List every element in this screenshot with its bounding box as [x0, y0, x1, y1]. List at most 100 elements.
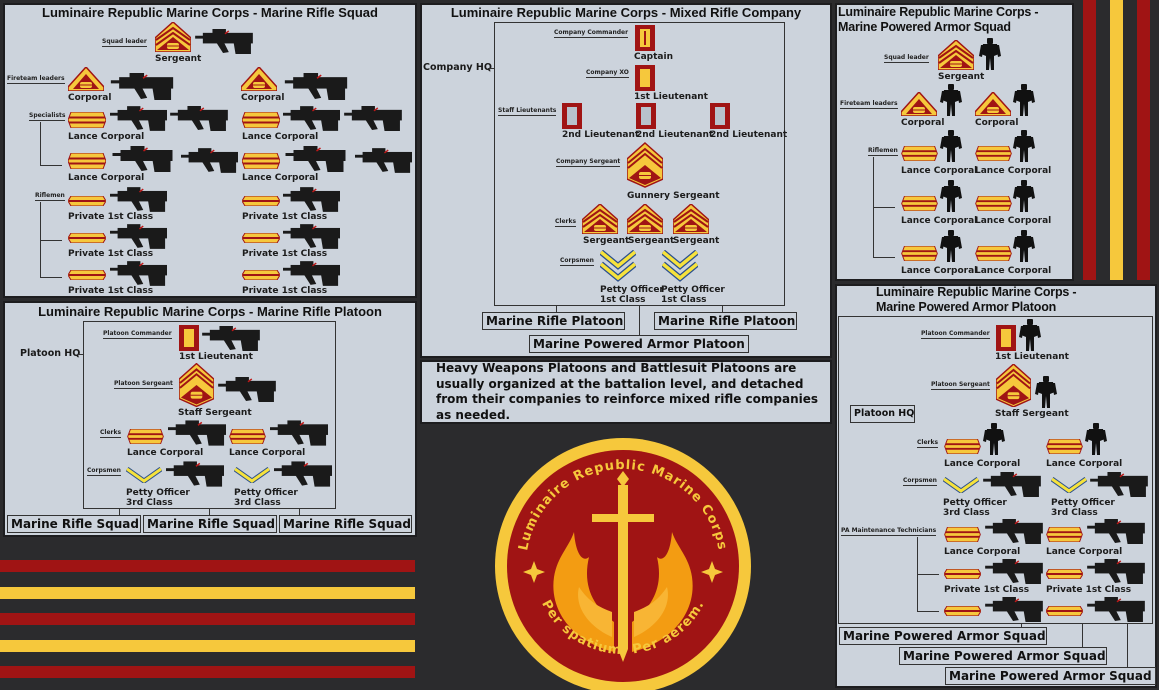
rifle-icon [168, 420, 226, 446]
pfc-insignia-icon [944, 569, 981, 579]
role-label: PA Maintenance Technicians [841, 527, 937, 536]
rifle-icon [270, 420, 328, 446]
platoon-hq-label: Platoon HQ [20, 348, 81, 359]
staff-sergeant-insignia-icon [996, 364, 1031, 407]
second-lieutenant-insignia-icon [636, 103, 656, 129]
pa-platoon-title: Luminaire Republic Marine Corps - [876, 285, 1077, 299]
role-label: Squad leader [102, 38, 147, 47]
rank-label: Corporal [68, 93, 112, 103]
company-hq-label: Company HQ [423, 62, 492, 73]
lance-corporal-insignia-icon [127, 429, 164, 444]
rifle-icon [344, 106, 402, 131]
bracket-line [917, 574, 939, 575]
rank-label: Gunnery Sergeant [627, 191, 720, 201]
rank-label: Lance Corporal [127, 448, 204, 458]
company-hq-box [494, 22, 785, 306]
corporal-insignia-icon [975, 92, 1011, 116]
rank-label: Lance Corporal [242, 132, 319, 142]
sergeant-insignia-icon [155, 22, 191, 52]
bracket-line [917, 611, 939, 612]
rank-label: Sergeant [673, 236, 720, 246]
rank-label: Staff Sergeant [995, 409, 1069, 419]
rifle-icon [1087, 597, 1145, 622]
rank-label: Private 1st Class [68, 286, 154, 296]
grenade-launcher-rifle-icon [110, 106, 167, 131]
sub-unit-pa-squad: Marine Powered Armor Squad [899, 647, 1107, 665]
role-label: Company XO [586, 69, 629, 78]
role-label: Fireteam leaders [7, 75, 65, 84]
sub-unit-rifle-squad: Marine Rifle Squad [279, 515, 412, 533]
rank-label: Lance Corporal [68, 173, 145, 183]
rifle-icon [274, 461, 332, 487]
sub-unit-pa-squad: Marine Powered Armor Squad [839, 627, 1047, 645]
rank-label: 3rd Class [1051, 508, 1098, 518]
role-label: Company Sergeant [556, 158, 621, 167]
pfc-insignia-icon [944, 606, 981, 616]
sub-unit-rifle-squad: Marine Rifle Squad [143, 515, 277, 533]
company-panel [420, 3, 832, 358]
rank-label: 3rd Class [234, 498, 281, 508]
rank-label: Lance Corporal [901, 216, 978, 226]
role-label: Fireteam leaders [840, 100, 898, 109]
lance-corporal-insignia-icon [1046, 527, 1083, 542]
rank-label: Sergeant [628, 236, 675, 246]
role-label: Platoon Sergeant [931, 381, 990, 390]
pfc-insignia-icon [242, 233, 280, 243]
bracket-line [40, 202, 41, 277]
rifle-icon [1087, 519, 1145, 544]
connector-line [639, 306, 640, 335]
rank-label: 1st Lieutenant [179, 352, 253, 362]
pfc-insignia-icon [242, 270, 280, 280]
platoon-hq-box [83, 321, 336, 509]
rank-label: Petty Officer [661, 285, 725, 295]
role-label: Platoon Commander [103, 330, 172, 339]
powered-armor-icon [940, 180, 962, 212]
rifle-icon [985, 559, 1043, 584]
grenade-launcher-rifle-icon [283, 106, 340, 131]
rank-label: Lance Corporal [1046, 459, 1123, 469]
role-label: Clerks [100, 429, 122, 438]
lance-corporal-insignia-icon [68, 112, 106, 128]
rank-label: 1st Class [661, 295, 707, 305]
pfc-insignia-icon [1046, 569, 1083, 579]
lance-corporal-insignia-icon [944, 439, 981, 454]
connector-line [119, 509, 120, 515]
role-label: Clerks [555, 218, 577, 227]
powered-armor-icon [979, 38, 1001, 70]
rank-label: Sergeant [155, 54, 202, 64]
rank-label: Lance Corporal [242, 173, 319, 183]
rank-label: Lance Corporal [901, 266, 978, 276]
first-lieutenant-insignia-icon [635, 65, 655, 91]
rank-label: Lance Corporal [944, 547, 1021, 557]
pa-squad-title: Marine Powered Armor Squad [838, 20, 1011, 34]
lance-corporal-insignia-icon [242, 153, 280, 169]
petty-officer-3rd-class-insignia-icon [126, 467, 162, 483]
lance-corporal-insignia-icon [944, 527, 981, 542]
role-label: Company Commander [554, 29, 629, 38]
rifle-platoon-title: Luminaire Republic Marine Corps - Marine… [38, 304, 382, 319]
connector-line [78, 354, 83, 355]
role-label: Platoon Sergeant [114, 380, 173, 389]
role-label: Specialists [29, 112, 66, 121]
first-lieutenant-insignia-icon [996, 325, 1016, 351]
company-title: Luminaire Republic Marine Corps - Mixed … [450, 5, 802, 20]
powered-armor-icon [940, 130, 962, 162]
corporal-insignia-icon [241, 67, 277, 91]
rank-label: Lance Corporal [68, 132, 145, 142]
rifle-icon [166, 461, 224, 487]
corporal-insignia-icon [901, 92, 937, 116]
connector-line [299, 509, 300, 515]
rank-label: 2nd Lieutenant [636, 130, 714, 140]
powered-armor-icon [1013, 180, 1035, 212]
bracket-line [873, 207, 895, 208]
lance-corporal-insignia-icon [901, 146, 938, 161]
sergeant-insignia-icon [627, 204, 663, 234]
rank-label: 1st Lieutenant [995, 352, 1069, 362]
powered-armor-icon [1013, 84, 1035, 116]
note-panel [420, 360, 832, 424]
staff-sergeant-insignia-icon [179, 363, 214, 407]
rifle-icon [983, 472, 1041, 497]
rank-label: Private 1st Class [242, 212, 328, 222]
rank-label: Petty Officer [126, 488, 190, 498]
bracket-line [873, 257, 895, 258]
